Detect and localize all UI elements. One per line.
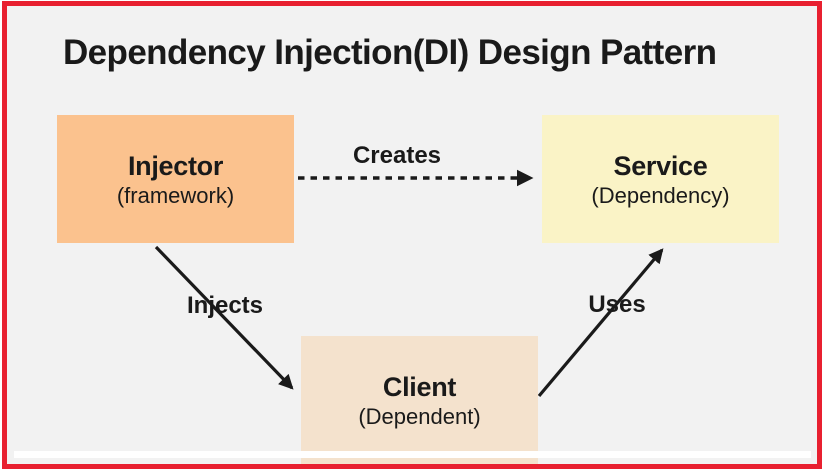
client-label: Client xyxy=(382,371,457,402)
client-sublabel: (Dependent) xyxy=(358,403,481,429)
uses-arrow xyxy=(537,248,664,398)
bottom-white-strip xyxy=(14,451,811,458)
service-sublabel: (Dependency) xyxy=(591,182,730,208)
injects-arrow-label: Injects xyxy=(186,292,264,319)
service-node: Service (Dependency) xyxy=(542,115,779,243)
client-node: Client (Dependent) xyxy=(301,336,538,464)
uses-arrow-label: Uses xyxy=(588,291,646,318)
injector-node: Injector (framework) xyxy=(57,115,294,243)
diagram-title: Dependency Injection(DI) Design Pattern xyxy=(63,33,717,72)
injector-sublabel: (framework) xyxy=(116,182,235,208)
service-label: Service xyxy=(613,150,708,181)
injector-label: Injector xyxy=(127,150,224,181)
creates-arrow-label: Creates xyxy=(352,142,442,169)
